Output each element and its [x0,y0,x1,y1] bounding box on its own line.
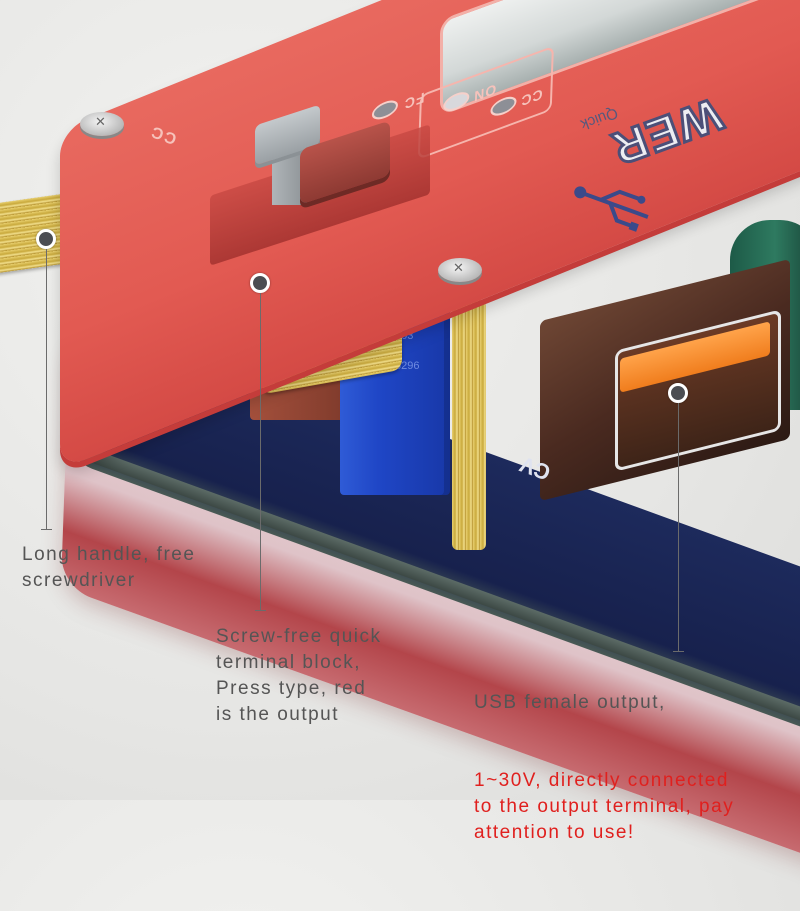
mode-label-cc: CC [520,85,543,111]
callout-leader-tick [41,529,52,530]
caption-usb-output: USB female output, 1~30V, directly conne… [474,664,734,846]
caption-terminal-block: Screw-free quick terminal block, Press t… [216,626,382,725]
caption-usb-warning: 1~30V, directly connected to the output … [474,770,735,843]
mode-label-on: ON [472,80,497,106]
product-photo: 503 3296 503 3296 CV FC ON CC CC WER Qui… [0,0,800,800]
caption-screwdriver: Long handle, free screwdriver [22,544,196,591]
screw-head-left [80,112,124,136]
callout-leader-line [678,403,679,651]
callout-marker-screwdriver [36,229,56,249]
brass-standoff-front [452,300,486,550]
callout-leader-tick [255,610,266,611]
usb-symbol-icon [574,186,649,232]
callout-leader-line [46,249,47,529]
screw-head-right [438,258,482,282]
callout-leader-tick [673,651,684,652]
callout-marker-terminal [250,273,270,293]
caption-usb-line1: USB female output, [474,692,666,713]
callout-leader-line [260,293,261,610]
indicator-led-on [443,88,470,115]
callout-marker-usb [668,383,688,403]
